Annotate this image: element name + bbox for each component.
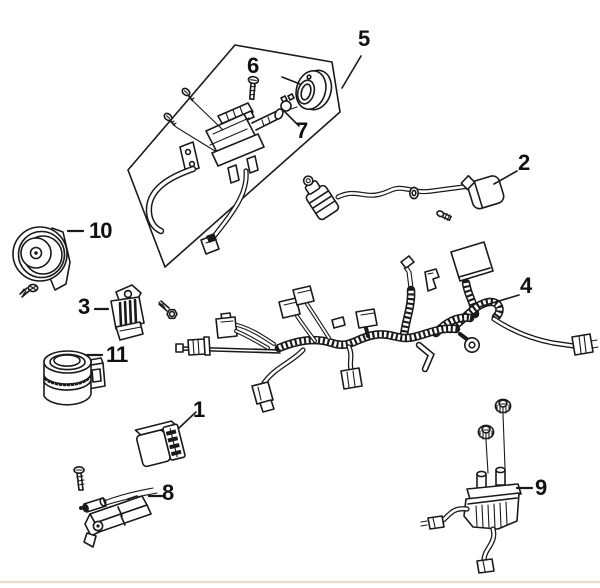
switch-cover-drawing [281, 69, 333, 111]
leader-line-6 [281, 76, 301, 85]
mounting-screws-drawing [163, 87, 224, 152]
part-3-relay [93, 284, 178, 341]
leader-line-1 [178, 411, 197, 429]
coil-screw-drawing [436, 210, 452, 221]
part-8-screw-drawing [73, 465, 85, 491]
coil-body-drawing [460, 174, 505, 210]
part-4-wire-harness [175, 241, 599, 413]
part-11-starter-relay [43, 350, 106, 406]
callout-11: 11 [106, 342, 128, 367]
callout-8: 8 [162, 480, 174, 505]
part-5-ignition-switch-assembly [127, 44, 362, 268]
switch-bracket-drawing [179, 141, 200, 174]
horn-screw-drawing [19, 283, 39, 298]
callout-9: 9 [535, 475, 547, 500]
callout-7: 7 [296, 118, 308, 143]
callout-1: 1 [193, 397, 205, 422]
part-8-fuse-assembly [73, 465, 164, 548]
harness-flag [450, 241, 494, 282]
part-3-bolt-drawing [158, 300, 178, 320]
terminal-nut-drawing [477, 424, 495, 441]
part-1-cdi-unit [134, 411, 197, 468]
part-6-screw-drawing [247, 75, 260, 101]
part-2-ignition-coil [302, 170, 518, 221]
part-7-contact-base-drawing [280, 93, 298, 112]
callout-3: 3 [78, 294, 90, 319]
callout-5: 5 [358, 26, 370, 51]
part-9-coil-unit [420, 398, 534, 574]
callout-10: 10 [89, 218, 113, 243]
callout-4: 4 [520, 273, 532, 298]
switch-wires-drawing [145, 165, 249, 255]
leader-line-5 [341, 55, 362, 89]
spark-plug-cap-drawing [302, 175, 340, 221]
ignition-switch-body-drawing [205, 102, 284, 184]
callout-6: 6 [247, 53, 259, 78]
leader-line-4 [478, 294, 520, 308]
leader-line-2 [493, 170, 518, 185]
callout-2: 2 [518, 150, 530, 175]
page-divider [0, 581, 600, 583]
leader-line-7 [281, 108, 300, 127]
terminal-nut-drawing [494, 398, 512, 415]
part-10-horn [12, 226, 85, 298]
